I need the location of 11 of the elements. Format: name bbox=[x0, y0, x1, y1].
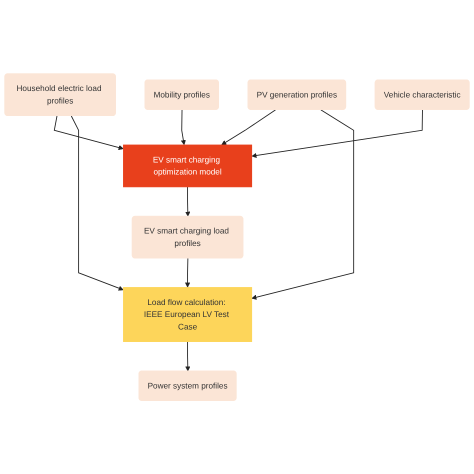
arrow bbox=[180, 109, 186, 145]
arrow bbox=[54, 115, 124, 150]
arrow bbox=[70, 115, 124, 290]
arrow bbox=[185, 186, 190, 216]
arrow bbox=[185, 258, 190, 288]
arrow bbox=[221, 109, 276, 145]
arrow bbox=[252, 109, 354, 300]
node-box: Load flow calculation: IEEE European LV Test Case bbox=[123, 286, 252, 342]
arrow bbox=[185, 341, 190, 372]
node-box: EV smart charging optimization model bbox=[123, 144, 252, 188]
arrow bbox=[252, 109, 423, 158]
